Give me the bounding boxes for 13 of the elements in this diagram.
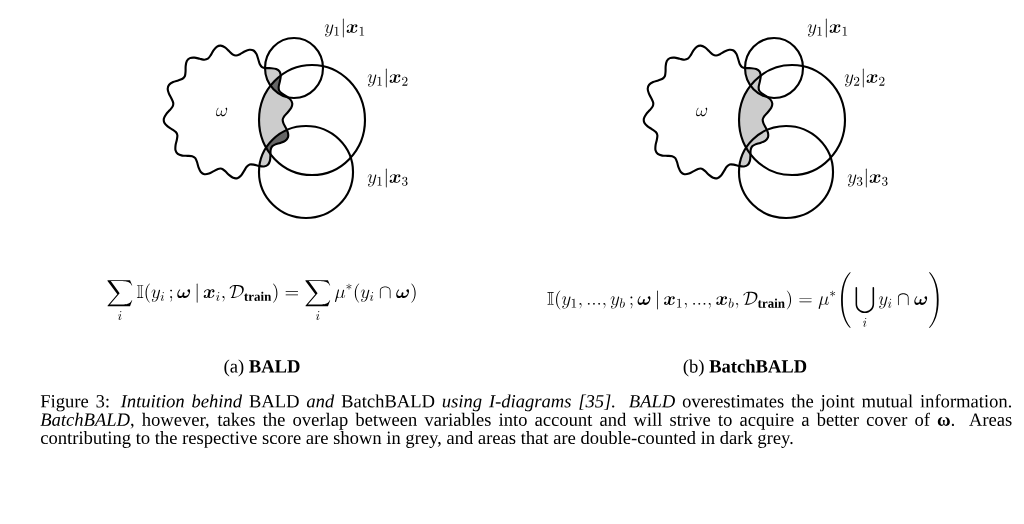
subcaption: (b) BatchBALD: [683, 359, 807, 377]
math-label: $\omega$: [216, 107, 228, 117]
math-label: $y_3|\boldsymbol{x}_3$: [847, 168, 888, 188]
math-label: $y_2|\boldsymbol{x}_2$: [844, 68, 885, 88]
math-label: $y_1|\boldsymbol{x}_2$: [367, 68, 408, 88]
math-label: $\omega$: [696, 107, 708, 117]
figure-caption: Figure 3: Intuition behind BALD and BatchBALD using I-diagrams [35]. BALD overestimates the joint mutual information. BatchBALD, however, takes the overlap between variables into account and will strive to acquire a better cover of ω. Areas contributing to the respective score are shown in grey, and areas that are double-counted in dark grey.: [40, 394, 1012, 448]
formula: $\sum_i \mathbb{I}(y_i\,;\boldsymbol{\omega}\,|\,\boldsymbol{x}_i,\mathcal{D}_{\textbf{train}}) = \sum_i \mu^*(y_i\cap\boldsymbol{\omega})$: [107, 280, 416, 320]
formula: $\mathbb{I}(y_1,...,y_b\,;\boldsymbol{\omega}\,|\,\boldsymbol{x}_1,...,\boldsymbol{x}_b,\mathcal{D}_{\textbf{train}}) = \mu^*\Bigg(\bigcup_i y_i\cap\boldsymbol{\omega}\Bigg)$: [547, 272, 939, 328]
subcaption: (a) BALD: [224, 359, 300, 377]
math-label: $y_1|\boldsymbol{x}_3$: [367, 168, 408, 188]
math-label: $y_1|\boldsymbol{x}_1$: [324, 18, 365, 38]
math-label: $y_1|\boldsymbol{x}_1$: [807, 18, 848, 38]
